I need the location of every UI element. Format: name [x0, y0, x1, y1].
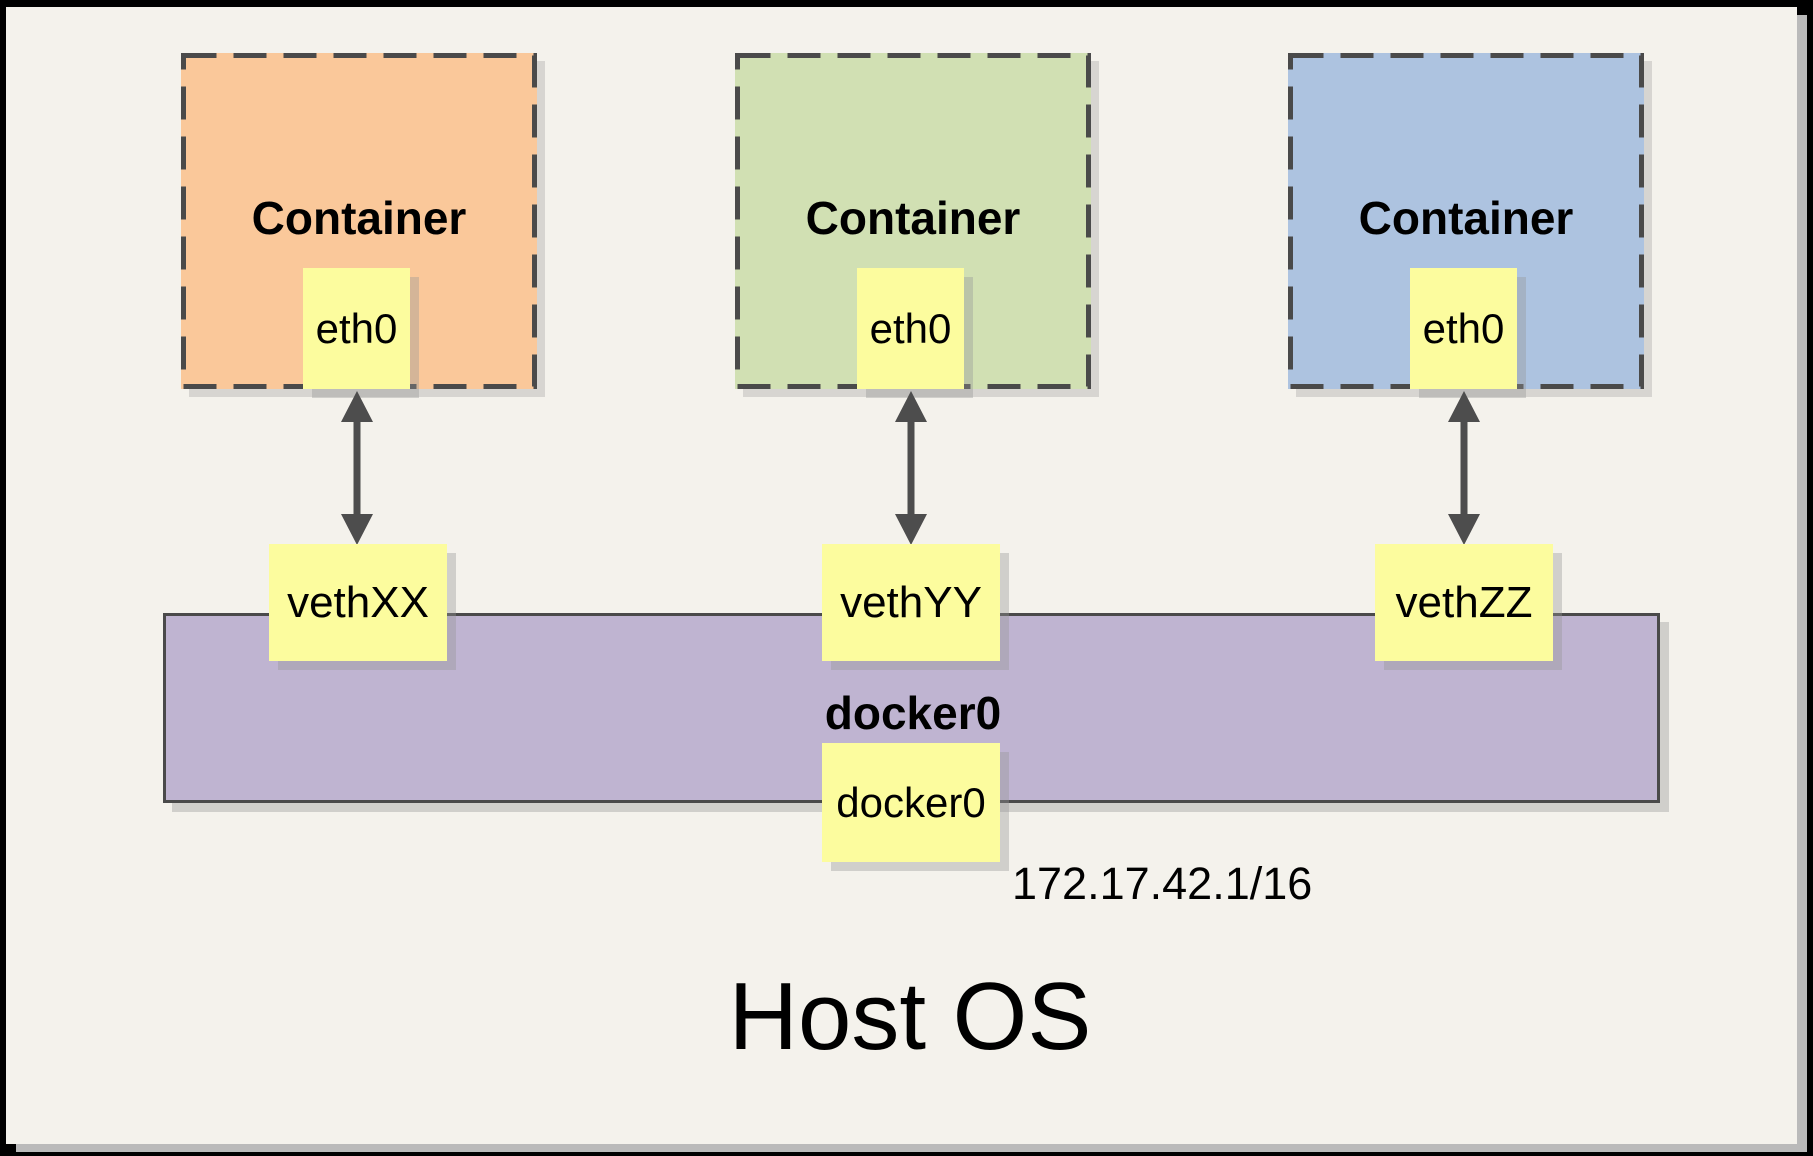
- bridge-label: docker0: [824, 687, 1002, 739]
- container-box-1: Container eth0: [181, 53, 537, 389]
- eth0-interface-box: eth0: [303, 268, 410, 389]
- eth0-veth-arrow-3: [1448, 391, 1480, 545]
- eth0-veth-arrow-1: [341, 391, 373, 545]
- veth-box-3: vethZZ: [1375, 544, 1553, 661]
- eth0-interface-box: eth0: [1410, 268, 1517, 389]
- container-label: Container: [1358, 192, 1574, 244]
- eth0-interface-box: eth0: [857, 268, 964, 389]
- host-os-label: Host OS: [728, 963, 1092, 1070]
- container-box-3: Container eth0: [1288, 53, 1644, 389]
- veth-box-2: vethYY: [822, 544, 1000, 661]
- bridge-ip-label: 172.17.42.1/16: [1012, 858, 1313, 909]
- container-box-2: Container eth0: [735, 53, 1091, 389]
- bridge-interface-box: docker0: [822, 743, 1000, 862]
- veth-box-1: vethXX: [269, 544, 447, 661]
- container-label: Container: [805, 192, 1021, 244]
- eth0-veth-arrow-2: [895, 391, 927, 545]
- container-label: Container: [251, 192, 467, 244]
